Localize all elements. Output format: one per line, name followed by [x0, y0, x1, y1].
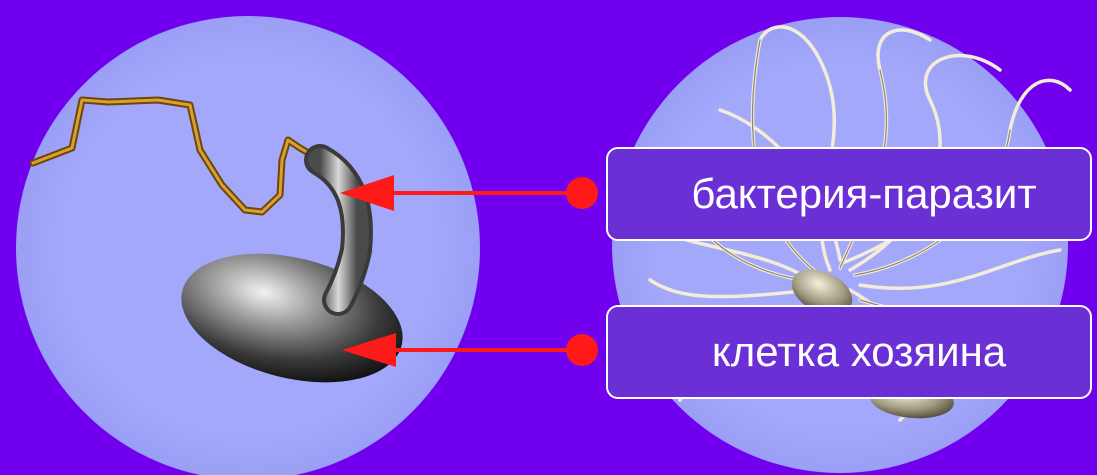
label-host-box: клетка хозяина	[606, 305, 1092, 399]
flagellum-highlight	[31, 98, 322, 214]
arrow-parasite	[340, 175, 598, 211]
arrow-head-parasite	[340, 175, 394, 211]
label-host: клетка хозяина	[711, 328, 1007, 375]
right-circle	[612, 17, 1068, 473]
arrow-dot-parasite	[566, 177, 598, 209]
right-micrograph	[612, 17, 1072, 473]
left-circle	[16, 16, 480, 475]
left-micrograph	[16, 16, 480, 475]
arrow-head-host	[342, 333, 396, 367]
parasite-body	[308, 148, 369, 312]
bacterium-cell	[791, 269, 853, 315]
arrow-host	[342, 333, 598, 367]
arrow-dot-host	[566, 334, 598, 366]
label-parasite-box: бактерия-паразит	[606, 147, 1092, 241]
label-parasite: бактерия-паразит	[691, 170, 1037, 217]
